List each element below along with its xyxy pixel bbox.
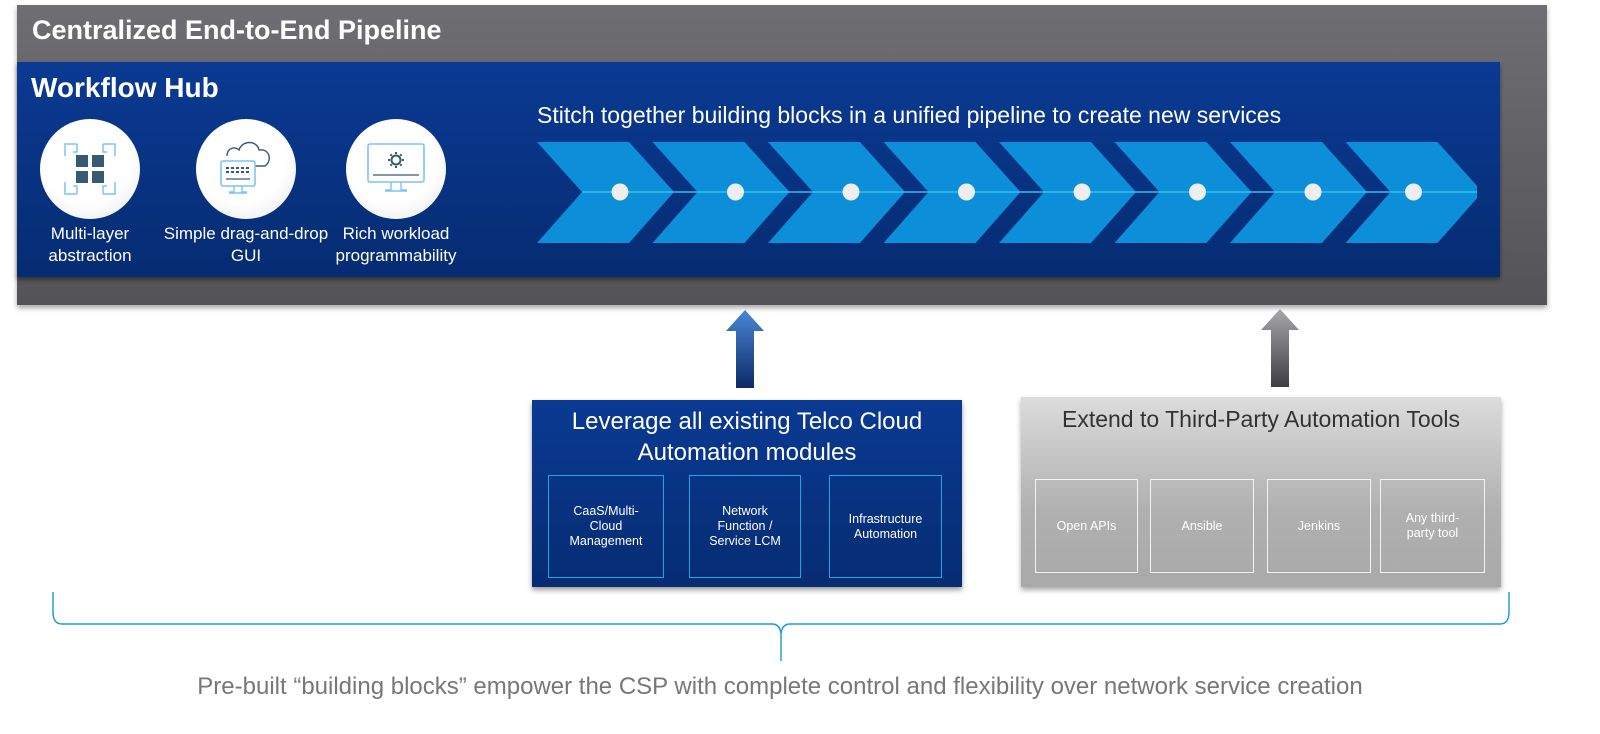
feature-circle [346,119,446,219]
module-text: Cloud [589,519,623,533]
tool-jenkins: Jenkins [1267,479,1371,573]
module-text: Infrastructure [848,511,923,526]
tool-text: Any third- [1405,511,1460,525]
feature-drag-drop: Simple drag-and-drop GUI [151,119,341,267]
frame-title: Centralized End-to-End Pipeline [32,15,442,45]
pipeline-chevrons [537,142,1477,243]
feature-label-line: Rich workload [342,224,450,243]
tca-modules-box: Leverage all existing Telco Cloud Automa… [532,400,962,587]
footer-caption: Pre-built “building blocks” empower the … [197,673,1363,700]
tool-ansible: Ansible [1150,479,1254,573]
feature-multi-layer: Multi-layer abstraction [5,119,175,267]
pipeline-stage-dot [611,183,629,201]
pipeline-stage-dot [958,183,975,201]
tool-text: Open APIs [1056,518,1117,533]
module-text: Network [722,504,768,518]
feature-label: Rich workload programmability [311,223,481,267]
blue-up-arrow-icon [726,310,764,388]
cloud-monitor-icon [220,141,270,194]
tca-title: Leverage all existing Telco Cloud Automa… [532,406,962,468]
feature-circle [196,119,296,219]
third-party-tools-box: Extend to Third-Party Automation Tools O… [1021,397,1501,587]
tool-open-apis: Open APIs [1035,479,1138,573]
module-text: Management [569,534,643,548]
workflow-hub-panel: Workflow Hub Multi-layer [17,62,1500,277]
feature-label-line: programmability [335,246,457,265]
feature-label-line: Multi-layer [50,224,130,243]
feature-label-line: GUI [230,246,262,265]
pipeline-stage-dot [842,183,860,201]
pipeline-stage-dot [1405,183,1422,201]
tool-text: Ansible [1181,518,1223,533]
feature-label: Simple drag-and-drop GUI [151,223,341,267]
tool-text: party tool [1406,526,1459,540]
tca-title-line: Automation modules [637,439,857,466]
module-text: Automation [853,526,918,541]
pipeline-stage-dot [1189,183,1206,201]
module-text: Service LCM [709,534,781,548]
grid-abstraction-icon [64,143,116,195]
feature-label-line: abstraction [48,246,132,265]
feature-programmability: Rich workload programmability [311,119,481,267]
feature-circle [40,119,140,219]
module-text: CaaS/Multi- [573,504,639,518]
pipeline-stage-dot [1304,183,1322,201]
pipeline-stage-dot [1073,183,1091,201]
monitor-gear-icon [367,143,425,192]
pipeline-frame: Centralized End-to-End Pipeline Workflow… [17,5,1547,305]
module-text: Function / [717,519,773,533]
feature-label-line: Simple drag-and-drop [163,224,329,243]
pipeline-tagline: Stitch together building blocks in a uni… [537,102,1282,128]
tool-text: Jenkins [1297,518,1341,533]
third-party-title: Extend to Third-Party Automation Tools [1061,406,1461,432]
tca-title-line: Leverage all existing Telco Cloud [571,408,923,435]
gray-up-arrow-icon [1261,309,1299,387]
pipeline-stage-dot [727,183,744,201]
feature-label: Multi-layer abstraction [5,223,175,267]
hub-title: Workflow Hub [31,72,219,103]
tool-any-third-party: Any third-party tool [1380,479,1485,573]
